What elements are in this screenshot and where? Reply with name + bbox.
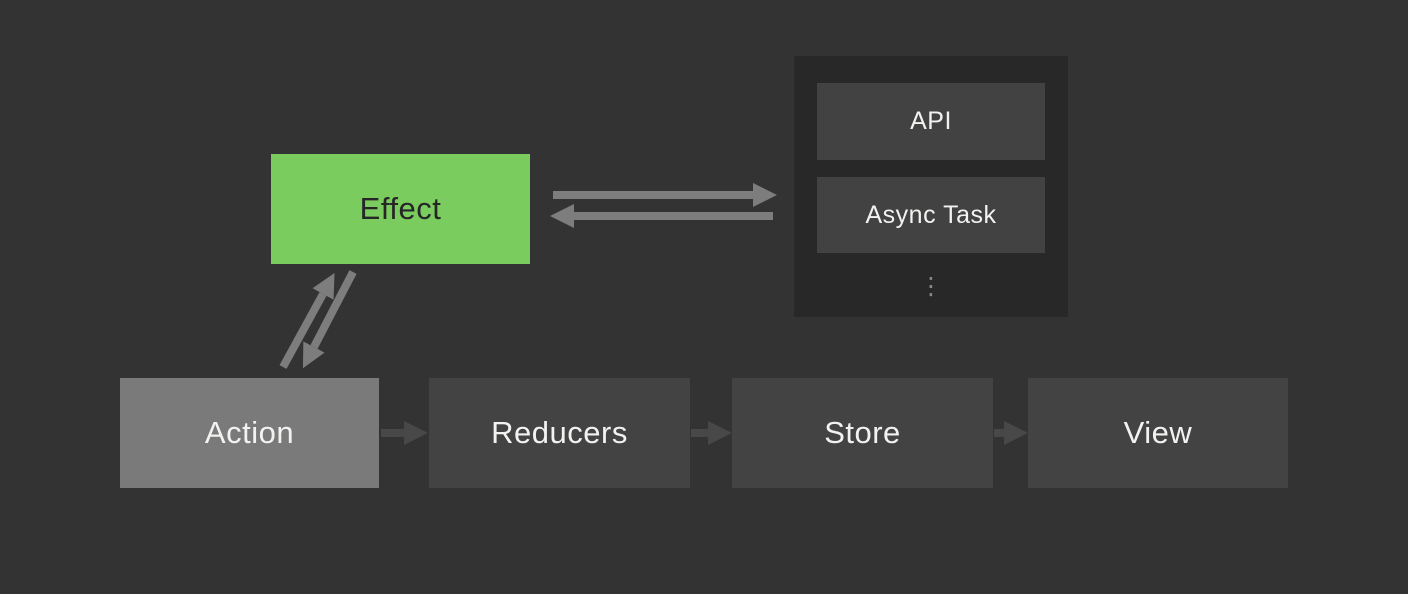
more-tasks-ellipsis-icon: ⋮	[919, 272, 943, 300]
api-box[interactable]: API	[817, 83, 1045, 160]
effect-label: Effect	[359, 191, 442, 226]
async-task-label: Async Task	[865, 200, 997, 229]
side-effects-panel: API Async Task ⋮	[794, 56, 1068, 317]
store-box[interactable]: Store	[732, 378, 993, 488]
view-box[interactable]: View	[1028, 378, 1288, 488]
action-label: Action	[204, 415, 295, 450]
view-label: View	[1123, 415, 1193, 450]
effect-box[interactable]: Effect	[271, 154, 530, 264]
action-box[interactable]: Action	[120, 378, 379, 488]
arrow-effect-to-action	[302, 270, 357, 369]
reducers-box[interactable]: Reducers	[429, 378, 690, 488]
store-label: Store	[824, 415, 901, 450]
api-label: API	[910, 107, 952, 135]
arrow-action-to-effect	[279, 272, 335, 369]
reducers-label: Reducers	[491, 415, 628, 450]
async-task-box[interactable]: Async Task	[817, 177, 1045, 253]
